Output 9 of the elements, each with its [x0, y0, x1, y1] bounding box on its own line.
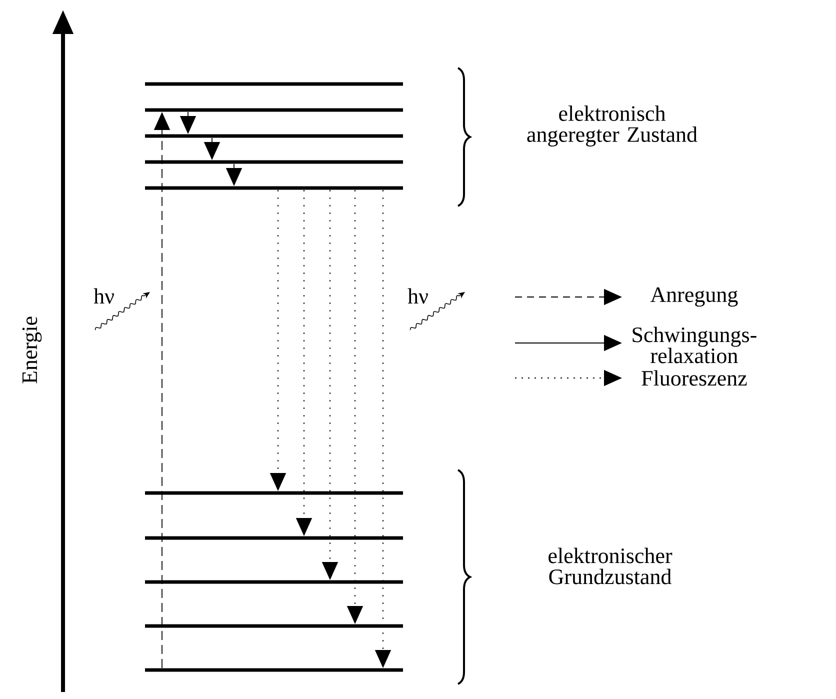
legend-text: Schwingungs-relaxation — [632, 326, 756, 364]
state-label: elektronisch angeregter Zustand — [527, 106, 698, 146]
photon-label: hν — [94, 288, 114, 304]
state-label: elektronischer Grundzustand — [548, 548, 672, 584]
photon-label: hν — [408, 288, 428, 304]
legend-text: Fluoreszenz — [642, 370, 747, 386]
energy-level — [145, 82, 403, 86]
axis-label: Energie — [22, 316, 42, 384]
legend-text: Anregung — [650, 287, 738, 307]
